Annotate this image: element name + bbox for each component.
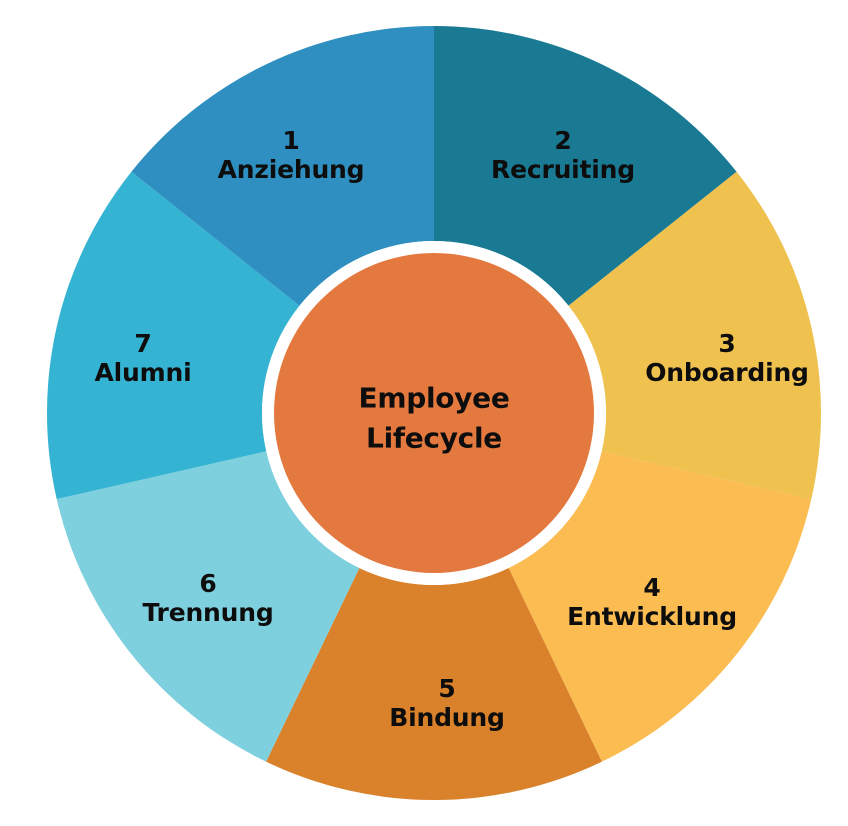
wheel-segment-3[interactable] — [508, 451, 812, 762]
wheel-segment-1[interactable] — [434, 26, 737, 306]
wheel-segment-5[interactable] — [56, 451, 360, 762]
center-circle — [274, 253, 594, 573]
wheel-segment-2[interactable] — [568, 171, 822, 500]
wheel-segments — [46, 26, 822, 800]
center-ring-gap — [262, 241, 606, 585]
wheel-segment-6[interactable] — [46, 171, 300, 500]
wheel-segment-4[interactable] — [266, 567, 602, 800]
wheel-segment-7[interactable] — [131, 26, 434, 306]
